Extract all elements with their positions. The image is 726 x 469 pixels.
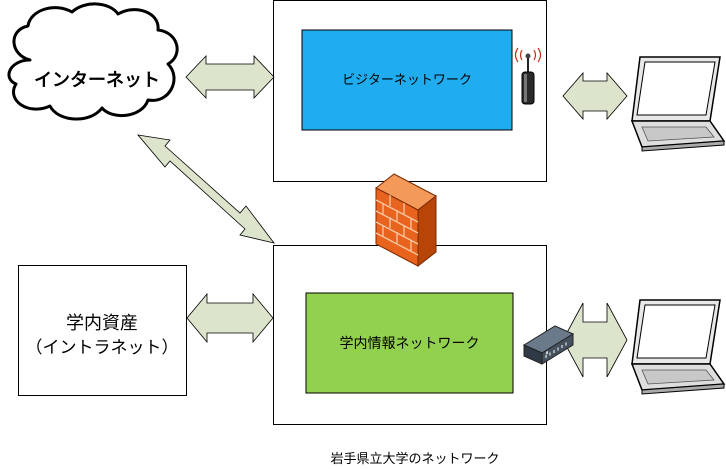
campus-assets-label: 学内資産 — [66, 313, 138, 334]
arrow-internet-campus — [137, 134, 275, 244]
laptop-icon — [630, 299, 726, 395]
arrow-internet-visitor — [185, 55, 275, 99]
diagram-caption: 岩手県立大学のネットワーク — [330, 452, 500, 467]
visitor-network-label: ビジターネットワーク — [342, 73, 472, 88]
campus-network-label: 学内情報ネットワーク — [339, 336, 480, 352]
laptop-icon — [630, 56, 726, 152]
network-switch-icon — [522, 325, 575, 365]
internet-cloud — [7, 2, 179, 121]
arrow-campus-laptop — [562, 302, 628, 378]
arrow-visitor-laptop — [562, 71, 628, 121]
intranet-label: （イントラネット） — [25, 338, 179, 358]
campus-network-area — [305, 292, 514, 394]
campus-assets-box — [18, 265, 187, 396]
wireless-access-point-icon — [514, 47, 542, 105]
firewall-icon — [375, 173, 437, 268]
visitor-network-area — [301, 29, 513, 131]
arrow-assets-campus — [186, 292, 274, 344]
internet-label: インターネット — [34, 70, 160, 91]
